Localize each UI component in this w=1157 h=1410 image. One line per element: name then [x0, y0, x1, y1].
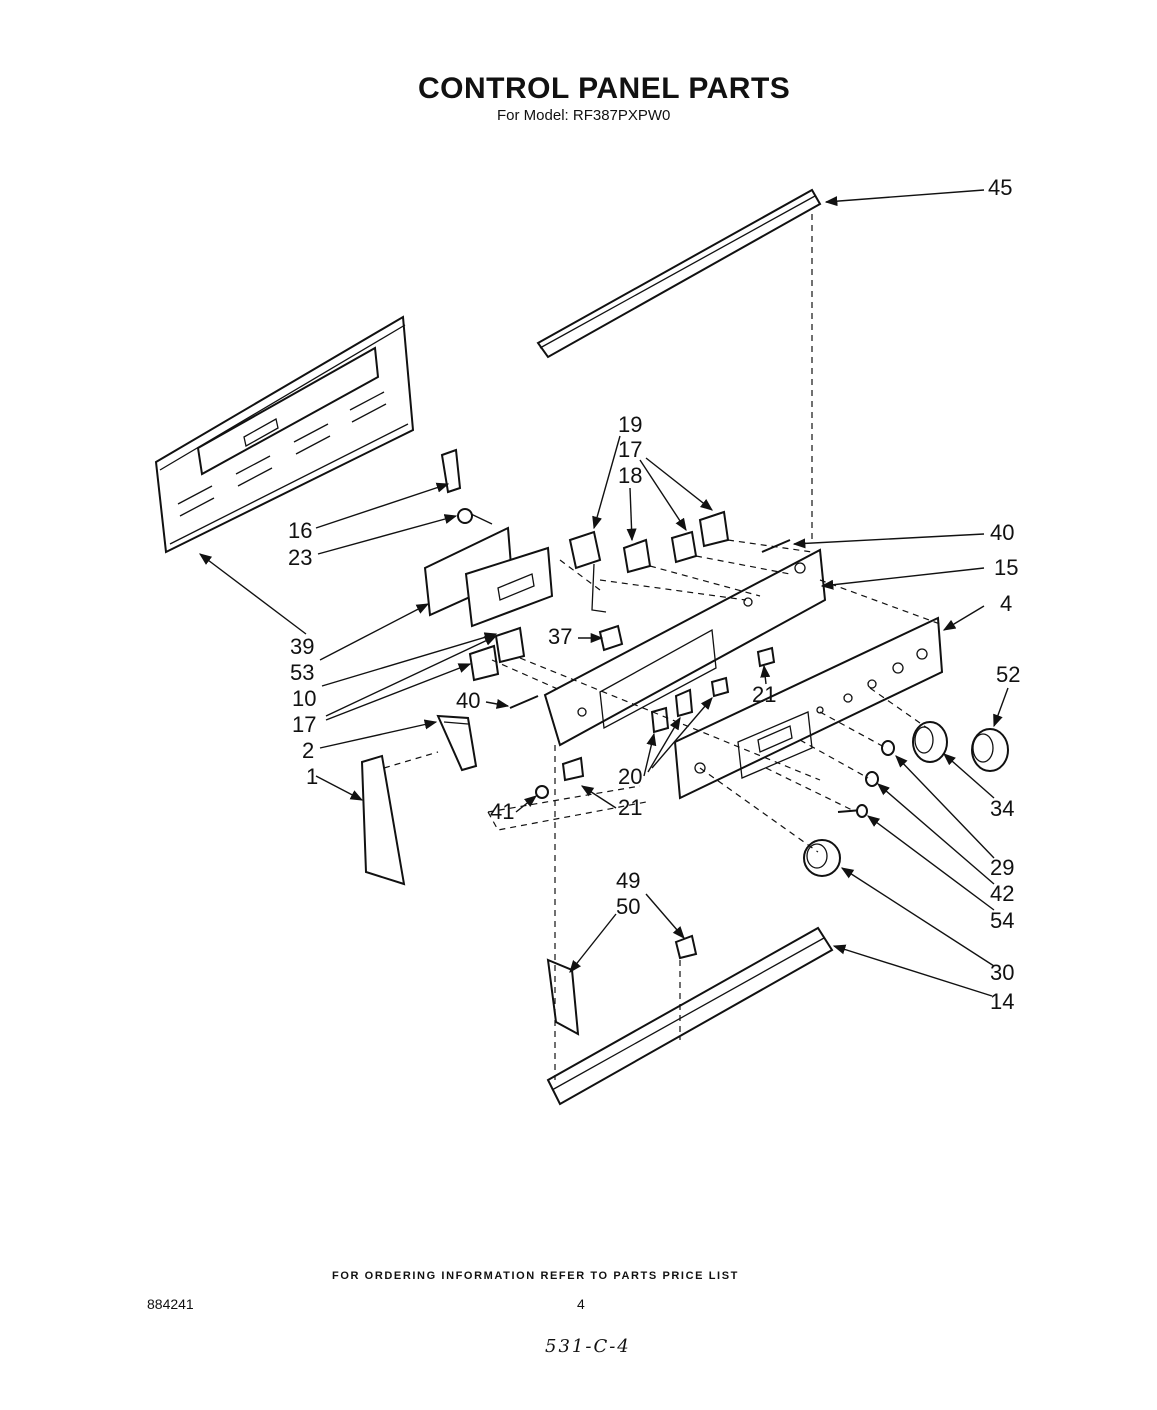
leader-lines — [198, 189, 1009, 997]
callout-54: 54 — [990, 908, 1015, 933]
callout-18: 18 — [618, 463, 643, 488]
part-39-rear-panel — [154, 315, 415, 554]
handwritten-code: 531-C-4 — [545, 1336, 631, 1357]
part-30-knob — [803, 839, 841, 877]
part-17-switch-d — [468, 644, 500, 682]
part-1-end-cap — [360, 754, 406, 886]
callout-2: 2 — [302, 738, 315, 763]
callout-45: 45 — [988, 175, 1013, 200]
callout-10: 10 — [292, 686, 317, 711]
part-20-switch-a — [710, 676, 730, 698]
ordering-note: FOR ORDERING INFORMATION REFER TO PARTS … — [332, 1270, 739, 1282]
callout-17-lower: 17 — [292, 712, 317, 737]
callout-17: 17 — [618, 437, 643, 462]
callout-29: 29 — [990, 855, 1015, 880]
callout-52: 52 — [996, 662, 1021, 687]
part-53-timer-housing — [423, 526, 554, 628]
part-37-lamp-holder — [598, 624, 624, 652]
callout-21-lower: 21 — [618, 795, 643, 820]
callout-21: 21 — [752, 682, 777, 707]
part-17-switch-b — [698, 510, 730, 548]
callout-37: 37 — [548, 624, 573, 649]
part-49-clip — [674, 934, 698, 960]
callout-50: 50 — [616, 894, 641, 919]
part-52-knob — [971, 728, 1009, 772]
callout-23: 23 — [288, 545, 313, 570]
part-29-button — [881, 740, 895, 756]
part-4-front-control-panel — [673, 616, 944, 800]
callout-16: 16 — [288, 518, 313, 543]
callout-53: 53 — [290, 660, 315, 685]
callout-20: 20 — [618, 764, 643, 789]
page-number: 4 — [577, 1296, 585, 1312]
callout-41: 41 — [490, 799, 515, 824]
part-50-bracket — [546, 958, 580, 1036]
callout-39: 39 — [290, 634, 315, 659]
part-17-switch-c — [494, 626, 526, 664]
callout-30: 30 — [990, 960, 1015, 985]
part-23-connector — [457, 508, 493, 525]
part-2-side-bracket — [436, 714, 478, 772]
callout-42: 42 — [990, 881, 1015, 906]
callout-40-lower: 40 — [456, 688, 481, 713]
part-34-knob — [912, 721, 948, 763]
part-21-switch-lower — [561, 756, 585, 782]
part-21-switch-upper — [756, 646, 776, 668]
callout-40: 40 — [990, 520, 1015, 545]
model-subtitle: For Model: RF387PXPW0 — [497, 107, 671, 124]
callout-1: 1 — [306, 764, 319, 789]
page-title: CONTROL PANEL PARTS — [418, 72, 791, 105]
part-20-switch-c — [650, 706, 670, 734]
part-20-switch-b — [674, 688, 694, 718]
part-14-lower-trim — [546, 926, 834, 1106]
callout-4: 4 — [1000, 591, 1013, 616]
part-18-switch — [622, 538, 652, 574]
callout-34: 34 — [990, 796, 1015, 821]
callout-14: 14 — [990, 989, 1015, 1014]
callout-15: 15 — [994, 555, 1019, 580]
part-45-top-trim — [536, 188, 822, 359]
part-40-pin-lower — [509, 695, 539, 709]
part-16-clip — [440, 448, 462, 494]
part-54-shaft — [837, 804, 868, 818]
part-19-switch — [568, 530, 607, 613]
document-number: 884241 — [147, 1296, 194, 1312]
part-17-switch-a — [670, 530, 698, 564]
part-41-button — [535, 785, 549, 799]
callout-49: 49 — [616, 868, 641, 893]
part-40-pin-upper — [761, 539, 791, 553]
callout-19: 19 — [618, 412, 643, 437]
part-42-button — [865, 771, 879, 787]
